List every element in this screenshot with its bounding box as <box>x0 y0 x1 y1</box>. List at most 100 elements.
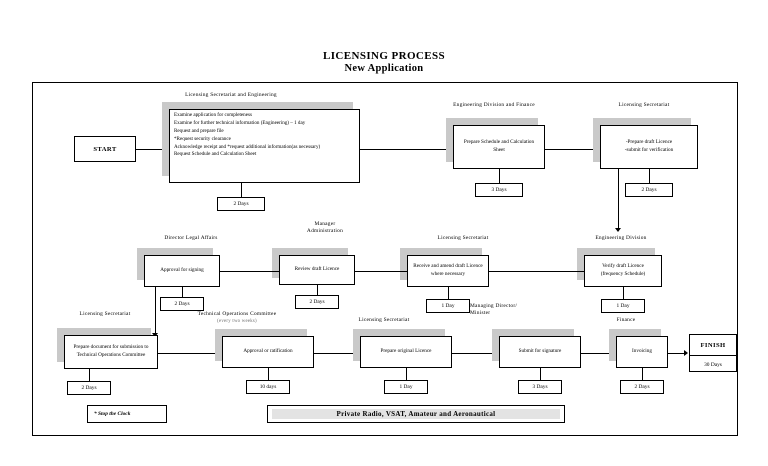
node-box: Examine application for completeness Exa… <box>169 109 360 183</box>
page-title: LICENSING PROCESS New Application <box>0 50 768 74</box>
connector-start-to-examine <box>136 149 164 150</box>
node-box: Submit for signature <box>499 336 581 368</box>
arrowhead-invoicing-to-finish <box>684 350 688 356</box>
node-text: Prepare document for submission to Techn… <box>73 344 149 358</box>
node-box: Prepare original Licence <box>360 336 452 368</box>
days-approval-ratification: 10 days <box>246 380 290 394</box>
diagram-frame: Licensing Secretariat and Engineering ST… <box>32 82 738 436</box>
legend-scope: Private Radio, VSAT, Amateur and Aeronau… <box>267 405 565 423</box>
connector-examine-to-days <box>241 183 242 197</box>
role-label-verify: Engineering Division <box>595 235 647 241</box>
role-label-schedule: Engineering Division and Finance <box>453 102 535 108</box>
connector-invoicing-to-finish <box>668 353 684 354</box>
connector-committee-to-days <box>268 368 269 380</box>
connector-verify-to-amend <box>489 271 584 272</box>
days-schedule: 3 Days <box>475 183 523 197</box>
node-text: Receive and amend draft Licence where ne… <box>413 263 483 277</box>
node-text: Review draft Licence <box>294 266 340 273</box>
role-label-approval-signing: Director Legal Affairs <box>164 235 218 241</box>
role-label-original-licence: Licensing Secretariat <box>358 317 410 323</box>
node-text: Approval or ratification <box>243 348 293 355</box>
days-draft: 2 Days <box>625 183 673 197</box>
node-box: Prepare Schedule and Calculation Sheet <box>453 125 545 169</box>
node-box: Receive and amend draft Licence where ne… <box>407 255 489 287</box>
role-label-review: Manager Administration <box>306 221 344 235</box>
finish-days: 30 Days <box>704 362 722 368</box>
node-text: Prepare Schedule and Calculation Sheet <box>463 139 535 153</box>
role-label-invoicing: Finance <box>616 317 636 323</box>
role-label-amend: Licensing Secretariat <box>437 235 489 241</box>
node-box: Review draft Licence <box>279 255 355 285</box>
node-prepare-doc: Prepare document for submission to Techn… <box>57 328 158 369</box>
days-examine: 2 Days <box>217 197 265 211</box>
node-box: Prepare document for submission to Techn… <box>64 335 158 369</box>
node-text: Approval for signing <box>160 267 204 274</box>
days-review: 2 Days <box>295 295 339 309</box>
finish-label: FINISH <box>690 335 736 356</box>
role-label-prepare-doc: Licensing Secretariat <box>79 311 131 317</box>
connector-signature-to-days <box>540 368 541 380</box>
connector-approval-to-prepare-vert <box>155 287 156 333</box>
connector-invoicing-to-days <box>642 368 643 380</box>
days-invoicing: 2 Days <box>620 380 664 394</box>
node-original-licence: Prepare original Licence <box>353 329 452 368</box>
role-label-draft: Licensing Secretariat <box>618 102 670 108</box>
node-signature: Submit for signature <box>492 329 581 368</box>
days-amend: 1 Day <box>426 299 470 313</box>
node-examine: Examine application for completeness Exa… <box>162 102 360 183</box>
connector-signature-to-invoicing <box>581 353 611 354</box>
connector-draft-to-verify <box>618 169 619 228</box>
connector-amend-to-review <box>316 271 407 272</box>
connector-review-to-approval <box>211 271 279 272</box>
connector-schedule-to-days <box>499 169 500 183</box>
connector-examine-to-schedule <box>360 149 448 150</box>
start-label: START <box>93 145 117 153</box>
node-approval-ratification: Approval or ratification <box>215 329 314 368</box>
finish-node: FINISH 30 Days <box>689 334 737 372</box>
legend-scope-text: Private Radio, VSAT, Amateur and Aeronau… <box>272 409 560 419</box>
node-review: Review draft Licence <box>272 248 355 285</box>
node-verify: Verify draft Licence (frequency Schedule… <box>577 248 662 287</box>
node-text: Invoicing <box>632 348 652 355</box>
connector-original-to-days <box>406 368 407 380</box>
role-label-committee-text: Technical Operations Committee <box>197 311 277 318</box>
arrowhead-draft-to-verify <box>615 228 621 232</box>
node-box: -Prepare draft Licence -submit for verif… <box>600 125 698 169</box>
node-box: Approval or ratification <box>222 336 314 368</box>
node-text: Submit for signature <box>518 348 562 355</box>
days-verify: 1 Day <box>601 299 645 313</box>
node-box: Invoicing <box>616 336 668 368</box>
node-amend: Receive and amend draft Licence where ne… <box>400 248 489 287</box>
node-text: Examine application for completeness Exa… <box>174 112 321 158</box>
node-schedule: Prepare Schedule and Calculation Sheet <box>446 118 545 169</box>
node-text: -Prepare draft Licence -submit for verif… <box>624 139 674 153</box>
connector-amend-to-days <box>448 287 449 299</box>
legend-stop-clock: * Stop the Clock <box>87 405 167 423</box>
days-signature: 3 Days <box>518 380 562 394</box>
node-box: Approval for signing <box>144 255 220 287</box>
days-approval-signing: 2 Days <box>160 297 204 311</box>
role-label-committee: Technical Operations Committee (every tw… <box>185 304 289 332</box>
days-original-licence: 1 Day <box>384 380 428 394</box>
role-label-examine: Licensing Secretariat and Engineering <box>185 92 277 98</box>
role-label-committee-frequency: (every two weeks) <box>217 318 257 324</box>
node-draft: -Prepare draft Licence -submit for verif… <box>593 118 698 169</box>
days-prepare-doc: 2 Days <box>67 381 111 395</box>
connector-approval-to-days <box>182 287 183 297</box>
role-label-signature: Managing Director/ Minister <box>470 303 518 317</box>
connector-schedule-to-draft <box>545 149 595 150</box>
node-invoicing: Invoicing <box>609 329 668 368</box>
connector-draft-to-days <box>649 169 650 183</box>
start-node: START <box>74 136 136 162</box>
node-box: Verify draft Licence (frequency Schedule… <box>584 255 662 287</box>
connector-prepare-to-committee <box>158 353 215 354</box>
connector-verify-to-days <box>623 287 624 299</box>
title-secondary: New Application <box>344 63 424 74</box>
title-primary: LICENSING PROCESS <box>322 50 446 62</box>
node-text: Prepare original Licence <box>380 348 432 355</box>
connector-original-to-signature <box>452 353 494 354</box>
connector-review-to-days <box>317 285 318 295</box>
connector-prepare-to-days <box>89 369 90 381</box>
node-approval-signing: Approval for signing <box>137 248 220 287</box>
connector-committee-to-original <box>314 353 354 354</box>
